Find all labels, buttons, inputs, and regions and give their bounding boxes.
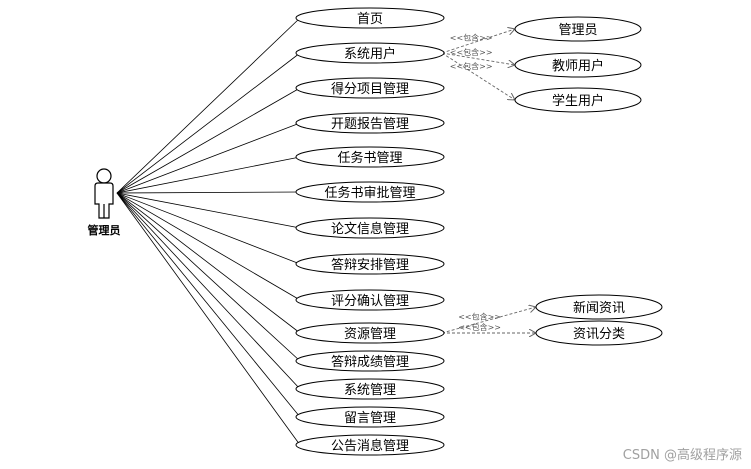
use-case-ellipse <box>295 77 445 99</box>
included-use-case[interactable]: 管理员 <box>514 16 642 42</box>
use-case[interactable]: 任务书审批管理 <box>295 181 445 203</box>
include-lines: <<包含>><<包含>><<包含>><<包含>><<包含>> <box>441 29 536 334</box>
included-use-case-label: 教师用户 <box>552 58 604 74</box>
included-use-case-label: 管理员 <box>558 23 597 38</box>
included-use-case-ellipse <box>514 52 642 78</box>
use-case[interactable]: 答辩安排管理 <box>295 253 445 275</box>
use-case-label: 得分项目管理 <box>331 81 409 97</box>
use-case[interactable]: 公告消息管理 <box>295 434 445 456</box>
use-case[interactable]: 首页 <box>295 7 445 29</box>
use-case-label: 首页 <box>357 12 383 27</box>
include-dependency-line <box>441 307 536 334</box>
included-use-case-ellipse <box>514 87 642 113</box>
include-stereotype-label: <<包含>> <box>450 61 493 71</box>
included-use-case-label: 资讯分类 <box>573 327 625 342</box>
use-case-label: 留言管理 <box>344 411 396 426</box>
use-case[interactable]: 任务书管理 <box>295 146 445 168</box>
included-use-case[interactable]: 新闻资讯 <box>535 294 663 320</box>
use-case-ellipse <box>295 434 445 456</box>
use-case-label: 公告消息管理 <box>331 438 409 454</box>
use-case-ellipse <box>295 322 445 344</box>
include-dependency-line <box>441 52 515 100</box>
use-case-ellipse <box>295 289 445 311</box>
use-case[interactable]: 系统管理 <box>295 378 445 400</box>
association-line <box>116 122 301 194</box>
association-line <box>116 192 301 229</box>
association-lines <box>116 17 301 446</box>
association-line <box>116 192 301 446</box>
person-icon <box>94 168 114 219</box>
included-use-case-label: 学生用户 <box>552 93 604 109</box>
use-case[interactable]: 开题报告管理 <box>295 112 445 134</box>
use-case-ellipse <box>295 350 445 372</box>
association-line <box>116 192 301 418</box>
use-case-ellipse <box>295 146 445 168</box>
actor: 管理员 <box>88 168 121 237</box>
use-case-label: 资源管理 <box>344 327 396 342</box>
association-line <box>116 192 301 362</box>
association-line <box>116 87 301 194</box>
use-case-ellipse <box>295 406 445 428</box>
use-case-label: 任务书审批管理 <box>324 185 415 201</box>
use-case[interactable]: 系统用户 <box>295 42 445 64</box>
use-case-ellipse <box>295 181 445 203</box>
use-case-ellipse <box>295 253 445 275</box>
include-dependency-line <box>441 52 515 65</box>
use-case-label: 答辩成绩管理 <box>331 354 409 370</box>
association-line <box>116 192 301 390</box>
use-case-ellipse <box>295 217 445 239</box>
association-line <box>116 192 301 301</box>
use-case-label: 论文信息管理 <box>331 221 409 237</box>
use-case[interactable]: 论文信息管理 <box>295 217 445 239</box>
include-stereotype-label: <<包含>> <box>450 47 493 57</box>
use-case[interactable]: 留言管理 <box>295 406 445 428</box>
included-use-case-label: 新闻资讯 <box>573 300 625 316</box>
use-case-ellipse <box>295 112 445 134</box>
use-case[interactable]: 答辩成绩管理 <box>295 350 445 372</box>
included-use-case-ellipse <box>535 294 663 320</box>
use-case[interactable]: 评分确认管理 <box>295 289 445 311</box>
included-use-case[interactable]: 学生用户 <box>514 87 642 113</box>
included-use-case-ellipse <box>535 320 663 346</box>
include-stereotype-label: <<包含>> <box>458 322 501 332</box>
included-use-case[interactable]: 教师用户 <box>514 52 642 78</box>
use-case[interactable]: 得分项目管理 <box>295 77 445 99</box>
use-case[interactable]: 资源管理 <box>295 322 445 344</box>
use-case-label: 开题报告管理 <box>331 117 409 132</box>
watermark: CSDN @高级程序源 <box>623 447 742 463</box>
use-case-label: 系统管理 <box>344 383 396 398</box>
use-case-label: 任务书管理 <box>337 150 402 166</box>
include-stereotype-label: <<包含>> <box>450 32 493 42</box>
included-use-case[interactable]: 资讯分类 <box>535 320 663 346</box>
association-line <box>116 156 301 194</box>
actor-label: 管理员 <box>88 223 121 237</box>
association-line <box>116 192 301 265</box>
association-line <box>116 191 301 194</box>
use-case-group: 首页系统用户得分项目管理开题报告管理任务书管理任务书审批管理论文信息管理答辩安排… <box>295 7 445 456</box>
association-line <box>116 192 301 334</box>
include-stereotype-label: <<包含>> <box>458 312 501 322</box>
included-use-case-ellipse <box>514 16 642 42</box>
use-case-ellipse <box>295 42 445 64</box>
use-case-ellipse <box>295 7 445 29</box>
use-case-ellipse <box>295 378 445 400</box>
use-case-label: 系统用户 <box>344 46 396 62</box>
association-line <box>116 17 301 194</box>
include-dependency-line <box>441 29 515 54</box>
association-line <box>116 52 301 194</box>
use-case-label: 评分确认管理 <box>331 294 409 309</box>
use-case-label: 答辩安排管理 <box>331 257 409 273</box>
